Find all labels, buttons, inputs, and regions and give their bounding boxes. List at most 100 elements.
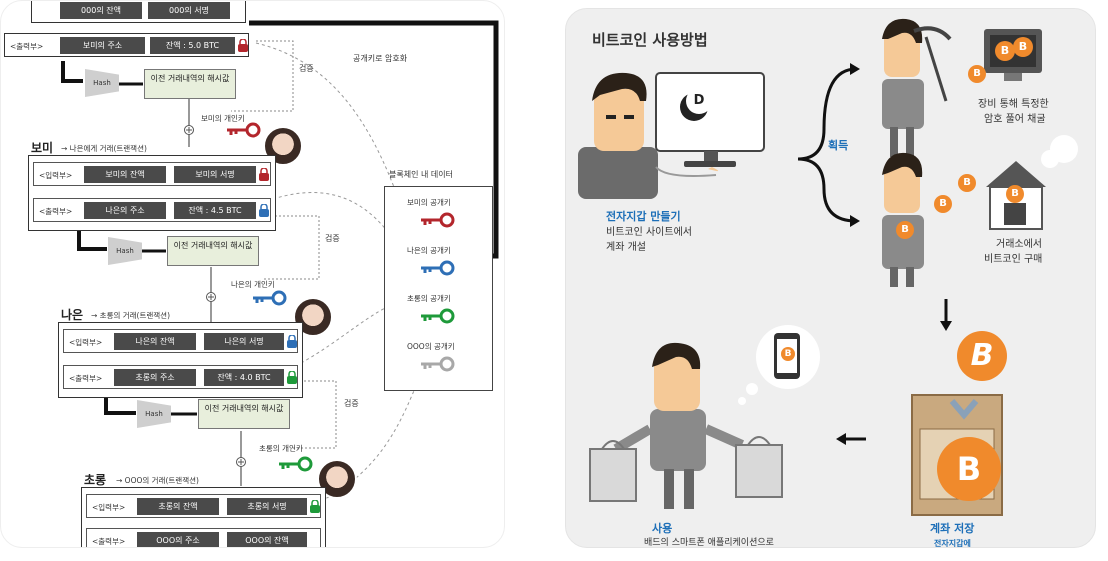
padlock-icon (238, 39, 248, 52)
bitcoin-coin-icon: B (995, 41, 1015, 61)
infographic-title: 비트코인 사용방법 (592, 31, 708, 49)
ooo-address-cell: OOO의 주소 (137, 532, 219, 547)
ooo-balance-cell: OOO의 잔액 (227, 532, 307, 547)
bomi-output-row: <출력부> 나은의 주소 잔액 : 4.5 BTC (33, 198, 271, 222)
large-bitcoin-coin-icon: B (957, 331, 1007, 381)
chorong-transaction-label: → OOO의 거래(트랜잭션) (116, 476, 199, 485)
monitor-icon (655, 72, 765, 177)
verify-label: 검증 (344, 399, 359, 408)
naeun-signature-cell: 나은의 서명 (204, 333, 284, 350)
padlock-icon (259, 168, 269, 181)
top-partial-cell-a: 000의 잔액 (60, 2, 142, 19)
person-at-computer-icon (578, 72, 658, 199)
naeun-transaction-box: <입력부> 나은의 잔액 나은의 서명 <출력부> 초롱의 주소 잔액 : 4.… (58, 322, 303, 398)
store-sublabel: 전자지갑에 (934, 539, 971, 548)
bomi-input-row: <입력부> 보미의 잔액 보미의 서명 (33, 162, 271, 186)
prev-hash-box: 이전 거래내역의 해시값 (167, 236, 259, 266)
blockchain-data-box: 보미의 공개키 나은의 공개키 초롱의 공개키 OOO의 공개키 (384, 186, 493, 391)
blockchain-transaction-diagram: 000의 잔액 000의 서명 <출력부> 보미의 주소 잔액 : 5.0 BT… (0, 0, 505, 548)
shopping-bag-icon (735, 436, 783, 498)
stored-bitcoin-coin-icon: B (937, 437, 1001, 501)
naeun-name: 나은 (61, 308, 84, 322)
exchange-desc-1: 거래소에서 (996, 239, 1042, 250)
prev-hash-box: 이전 거래내역의 해시값 (144, 69, 236, 99)
store-label: 계좌 저장 (930, 522, 975, 535)
bitcoin-usage-infographic: 비트코인 사용방법 (565, 8, 1096, 548)
padlock-icon (259, 204, 269, 217)
bitcoin-coin-icon: B (968, 65, 986, 83)
chorong-name: 초롱 (84, 473, 107, 487)
chorong-transaction-box: <입력부> 초롱의 잔액 초롱의 서명 <출력부> OOO의 주소 OOO의 잔… (81, 487, 326, 547)
miner-person-icon (882, 18, 952, 157)
mining-desc-2: 암호 풀어 채굴 (984, 114, 1046, 125)
shopping-bag-icon (589, 440, 637, 502)
use-label: 사용 (652, 522, 673, 535)
output-tag: <출력부> (10, 42, 44, 51)
top-partial-cell-b: 000의 서명 (148, 2, 230, 19)
chorong-output-row: <출력부> OOO의 주소 OOO의 잔액 (86, 528, 321, 547)
blockchain-data-title: 블록체인 내 데이터 (389, 170, 453, 179)
bomi-private-key-icon (227, 122, 261, 138)
bomi-output-balance-cell: 잔액 : 4.5 BTC (174, 202, 256, 219)
wallet-create-title: 전자지갑 만들기 (606, 210, 681, 223)
acquire-label: 획득 (828, 139, 849, 152)
output-tag: <출력부> (39, 207, 73, 216)
bomi-public-key-icon (421, 212, 455, 228)
chorong-input-row: <입력부> 초롱의 잔액 초롱의 서명 (86, 494, 321, 518)
padlock-icon (287, 335, 297, 348)
phone-bitcoin-icon: B (781, 347, 795, 361)
use-sublabel: 배드의 스마트폰 애플리케이션으로 (644, 538, 774, 548)
naeun-output-row: <출력부> 초롱의 주소 잔액 : 4.0 BTC (63, 365, 298, 389)
public-key-encrypt-label: 공개키로 암호화 (353, 54, 408, 63)
naeun-output-balance-cell: 잔액 : 4.0 BTC (204, 369, 284, 386)
bomi-private-key-label: 보미의 개인키 (201, 114, 245, 123)
chorong-balance-cell: 초롱의 잔액 (137, 498, 219, 515)
bomi-balance-cell: 보미의 잔액 (84, 166, 166, 183)
wallet-create-desc-1: 비트코인 사이트에서 (606, 227, 692, 238)
top-output-row: <출력부> 보미의 주소 잔액 : 5.0 BTC (4, 33, 249, 57)
naeun-public-key-label: 나은의 공개키 (407, 246, 451, 255)
chorong-private-key-icon (279, 456, 313, 472)
bitcoin-coin-icon: B (1013, 37, 1033, 57)
verify-label: 검증 (325, 234, 340, 243)
monitor-logo: D (686, 88, 712, 114)
bomi-name: 보미 (31, 141, 54, 155)
output-tag: <출력부> (92, 537, 126, 546)
verify-label: 검증 (299, 64, 314, 73)
top-address-cell: 보미의 주소 (60, 37, 145, 54)
smartphone-thought-bubble-icon (738, 325, 820, 405)
padlock-icon (287, 371, 297, 384)
bitcoin-coin-icon: B (934, 195, 952, 213)
chorong-private-key-label: 초롱의 개인키 (259, 444, 303, 453)
bomi-public-key-label: 보미의 공개키 (407, 198, 451, 207)
naeun-input-row: <입력부> 나은의 잔액 나은의 서명 (63, 329, 298, 353)
bomi-transaction-box: <입력부> 보미의 잔액 보미의 서명 <출력부> 나은의 주소 잔액 : 4.… (28, 155, 276, 231)
buyer-person-icon (882, 152, 924, 287)
bomi-signature-cell: 보미의 서명 (174, 166, 256, 183)
chorong-avatar (317, 459, 357, 499)
input-tag: <입력부> (92, 503, 126, 512)
naeun-private-key-icon (253, 290, 287, 306)
prev-hash-box: 이전 거래내역의 해시값 (198, 399, 290, 429)
bitcoin-coin-icon: B (896, 221, 914, 239)
wallet-create-desc-2: 계좌 개설 (606, 242, 646, 253)
chorong-public-key-icon (421, 308, 455, 324)
infographic-illustrations (578, 18, 1078, 516)
naeun-private-key-label: 나은의 개인키 (231, 280, 275, 289)
bitcoin-coin-icon: B (958, 174, 976, 192)
ooo-public-key-label: OOO의 공개키 (407, 342, 455, 351)
shopper-person-icon (613, 342, 745, 509)
chorong-public-key-label: 초롱의 공개키 (407, 294, 451, 303)
mining-desc-1: 장비 통해 특정한 (978, 99, 1049, 110)
chorong-address-cell: 초롱의 주소 (114, 369, 196, 386)
input-tag: <입력부> (69, 338, 103, 347)
naeun-balance-cell: 나은의 잔액 (114, 333, 196, 350)
top-balance-cell: 잔액 : 5.0 BTC (150, 37, 235, 54)
bitcoin-coin-icon: B (1006, 185, 1024, 203)
input-tag: <입력부> (39, 171, 73, 180)
chorong-signature-cell: 초롱의 서명 (227, 498, 307, 515)
naeun-address-cell: 나은의 주소 (84, 202, 166, 219)
ooo-public-key-icon (421, 356, 455, 372)
output-tag: <출력부> (69, 374, 103, 383)
naeun-public-key-icon (421, 260, 455, 276)
